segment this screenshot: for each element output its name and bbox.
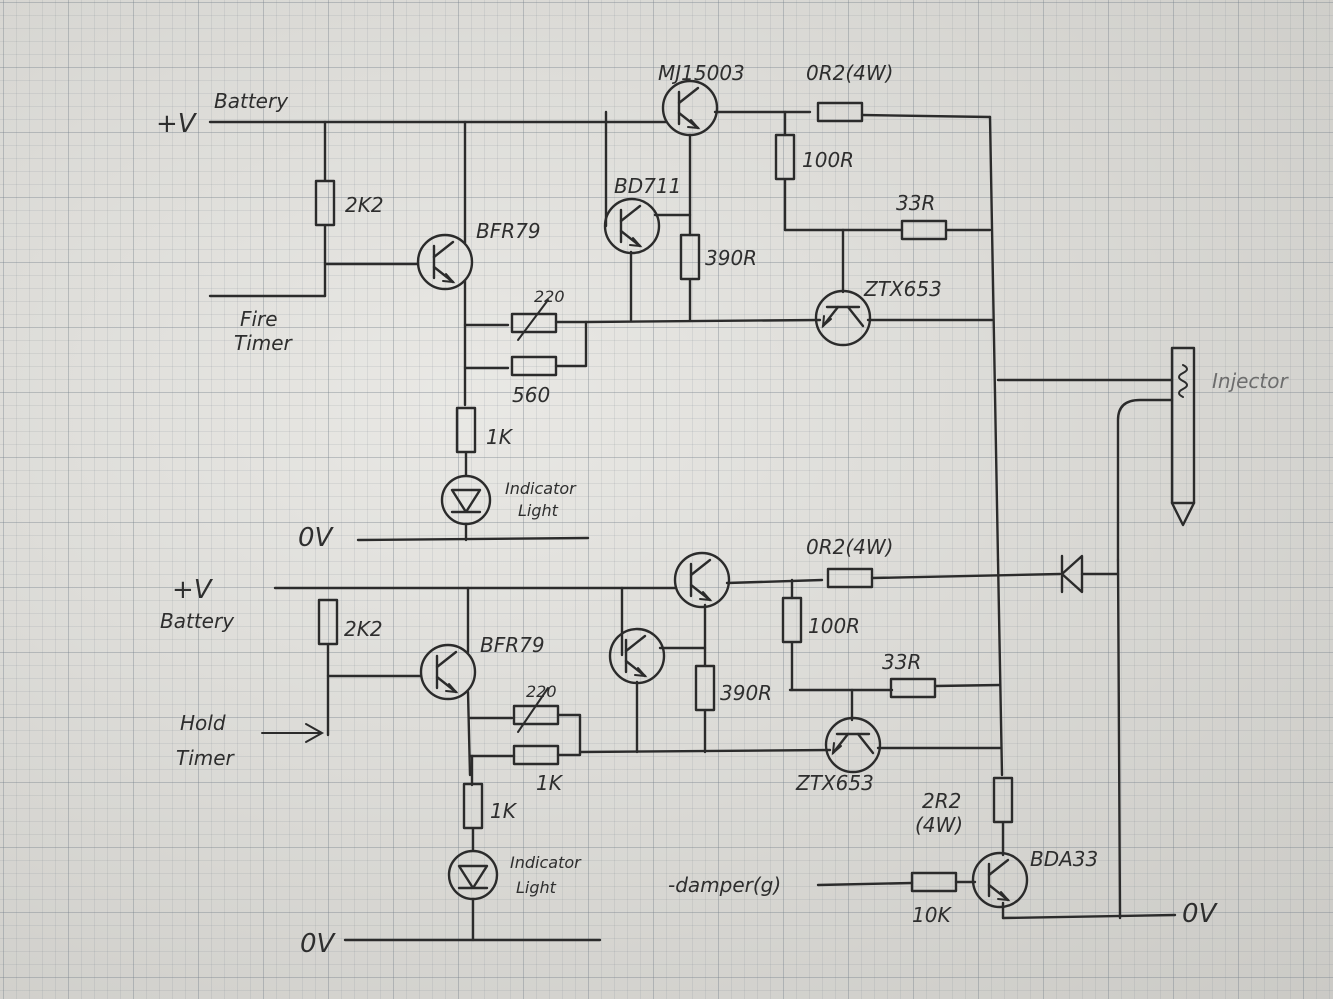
resistor-icon: [462, 782, 484, 830]
fire-timer-label-2: Timer: [234, 331, 294, 355]
variable-resistor-icon: [510, 312, 558, 334]
resistor-icon: [900, 219, 948, 241]
driver-transistor-label: BFR79: [476, 219, 541, 243]
damper-transistor-label: BDA33: [1030, 847, 1098, 871]
fixed-resistor-label: 560: [512, 383, 550, 407]
resistor-100r-label: 100R: [808, 614, 860, 638]
trim-pot-label: 220: [534, 287, 565, 306]
base-resistor-label: 10K: [912, 903, 952, 927]
npn-transistor-icon: [824, 716, 882, 774]
resistor-icon: [510, 355, 558, 377]
led-icon: [440, 474, 492, 526]
resistor-icon: [694, 664, 716, 712]
supply-label: +V: [172, 575, 214, 605]
ground-label: 0V: [300, 929, 337, 959]
led-icon: [447, 849, 499, 901]
resistor-icon: [512, 744, 560, 766]
led-resistor-label: 1K: [490, 799, 518, 823]
resistor-icon: [679, 233, 701, 281]
resistor-icon: [455, 406, 477, 454]
resistor-icon: [781, 596, 803, 644]
labels-lower: +V Battery 2K2 BFR79 Hold Timer 0R2(4W) …: [160, 535, 1219, 959]
resistor-icon: [816, 101, 864, 123]
fire-timer-label-1: Fire: [240, 307, 278, 331]
resistor-icon: [317, 598, 339, 646]
upper-circuit: [208, 79, 1174, 562]
ground-label: 0V: [298, 523, 335, 553]
npn-transistor-icon: [603, 197, 661, 255]
battery-label: Battery: [160, 609, 235, 633]
battery-label: Battery: [214, 89, 289, 113]
hold-timer-label-1: Hold: [180, 711, 226, 735]
resistor-icon: [992, 776, 1014, 824]
diode-icon: [1060, 554, 1084, 594]
fixed-resistor-label: 1K: [536, 771, 564, 795]
resistor-icon: [910, 871, 958, 893]
power-transistor-label: MJ15003: [658, 61, 745, 85]
darlington-driver-label: BD711: [614, 174, 681, 198]
resistor-390r-label: 390R: [705, 246, 757, 270]
damper-ground-label: 0V: [1182, 899, 1219, 929]
damper-label: -damper(g): [668, 873, 781, 897]
labels-upper: +V Battery 2K2 BFR79 Fire Timer MJ15003 …: [156, 61, 1290, 553]
resistor-390r-label: 390R: [720, 681, 772, 705]
hold-timer-label-2: Timer: [176, 746, 236, 770]
npn-transistor-icon: [673, 551, 731, 609]
npn-transistor-icon: [814, 289, 872, 347]
indicator-label-1: Indicator: [505, 479, 577, 498]
indicator-label-2: Light: [516, 878, 557, 897]
resistor-icon: [889, 677, 937, 699]
driver-transistor-label: BFR79: [480, 633, 545, 657]
limit-transistor-label: ZTX653: [863, 277, 942, 301]
sense-resistor-label: 0R2(4W): [806, 535, 893, 559]
variable-resistor-icon: [512, 704, 560, 726]
npn-transistor-icon: [661, 79, 719, 137]
damper-resistor-label: 2R2: [922, 789, 961, 813]
npn-transistor-icon: [419, 643, 477, 701]
damper-resistor-rating: (4W): [915, 813, 963, 837]
resistor-100r-label: 100R: [802, 148, 854, 172]
indicator-label-1: Indicator: [510, 853, 582, 872]
resistor-icon: [826, 567, 874, 589]
lower-circuit: [261, 551, 1177, 942]
indicator-label-2: Light: [518, 501, 559, 520]
resistor-icon: [774, 133, 796, 181]
injector-coil-icon: [1170, 346, 1196, 527]
supply-label: +V: [156, 109, 198, 139]
limit-transistor-label: ZTX653: [795, 771, 874, 795]
npn-transistor-icon: [971, 851, 1029, 909]
pullup-resistor-label: 2K2: [344, 617, 383, 641]
trim-pot-label: 220: [526, 682, 557, 701]
sense-resistor-label: 0R2(4W): [806, 61, 893, 85]
pullup-resistor-label: 2K2: [345, 193, 384, 217]
resistor-33r-label: 33R: [896, 191, 935, 215]
resistor-33r-label: 33R: [882, 650, 921, 674]
injector-label: Injector: [1212, 369, 1290, 393]
resistor-icon: [314, 179, 336, 227]
npn-transistor-icon: [608, 627, 666, 685]
led-resistor-label: 1K: [486, 425, 514, 449]
